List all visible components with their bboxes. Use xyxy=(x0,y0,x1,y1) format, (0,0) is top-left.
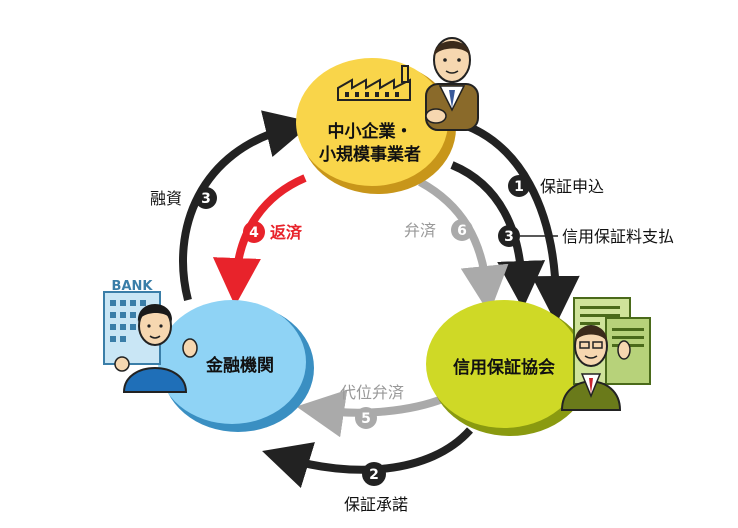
flow-text-guarantee-approval: 保証承諾 xyxy=(344,495,408,514)
flow-number-6: 6 xyxy=(457,223,467,239)
flow-label-loan: 融資 3 xyxy=(150,187,217,209)
flow-arrow-fee-payment xyxy=(450,161,546,309)
flow-arrow-subrogation xyxy=(296,389,447,438)
node-bank-label: 金融機関 xyxy=(205,355,274,376)
flow-arrow-repayment-bank xyxy=(212,174,307,306)
flow-number-1: 1 xyxy=(514,179,524,195)
flow-label-application: 1 保証申込 xyxy=(508,175,604,197)
node-sme: 中小企業・ 小規模事業者 xyxy=(296,58,456,194)
flow-text-application: 保証申込 xyxy=(540,177,604,196)
flow-text-fee-payment: 信用保証料支払 xyxy=(562,227,674,246)
flow-label-repayment-bank: 4 返済 xyxy=(243,221,303,243)
flow-label-subrogation: 代位弁済 5 xyxy=(340,383,404,429)
flow-text-loan: 融資 xyxy=(150,189,182,208)
guarantee-staff-icon xyxy=(560,325,631,411)
flow-number-3a: 3 xyxy=(504,229,514,245)
flow-label-guarantee-approval: 2 保証承諾 xyxy=(344,462,408,514)
flow-number-4: 4 xyxy=(249,225,259,241)
factory-icon xyxy=(337,65,411,101)
flow-number-3b: 3 xyxy=(201,191,211,207)
flow-label-fee-payment: 3 信用保証料支払 xyxy=(498,225,674,247)
flow-number-5: 5 xyxy=(361,411,371,427)
flow-text-repayment-guarantee: 弁済 xyxy=(404,221,436,240)
node-guarantee-label: 信用保証協会 xyxy=(453,357,555,378)
businessman-icon xyxy=(425,37,479,131)
node-bank: 金融機関 xyxy=(158,300,314,432)
bank-sign: BANK xyxy=(112,279,154,294)
node-sme-label-line1: 中小企業・ xyxy=(328,121,413,142)
flow-label-repayment-guarantee: 弁済 6 xyxy=(404,219,473,241)
flow-text-subrogation: 代位弁済 xyxy=(340,383,404,402)
node-sme-label-line2: 小規模事業者 xyxy=(319,144,421,165)
flow-text-repayment-bank: 返済 xyxy=(270,223,303,242)
flow-number-2: 2 xyxy=(369,467,379,483)
node-guarantee: 信用保証協会 xyxy=(426,300,590,436)
bank-clerk-icon xyxy=(114,304,198,393)
flow-arrow-guarantee-approval xyxy=(262,427,473,488)
